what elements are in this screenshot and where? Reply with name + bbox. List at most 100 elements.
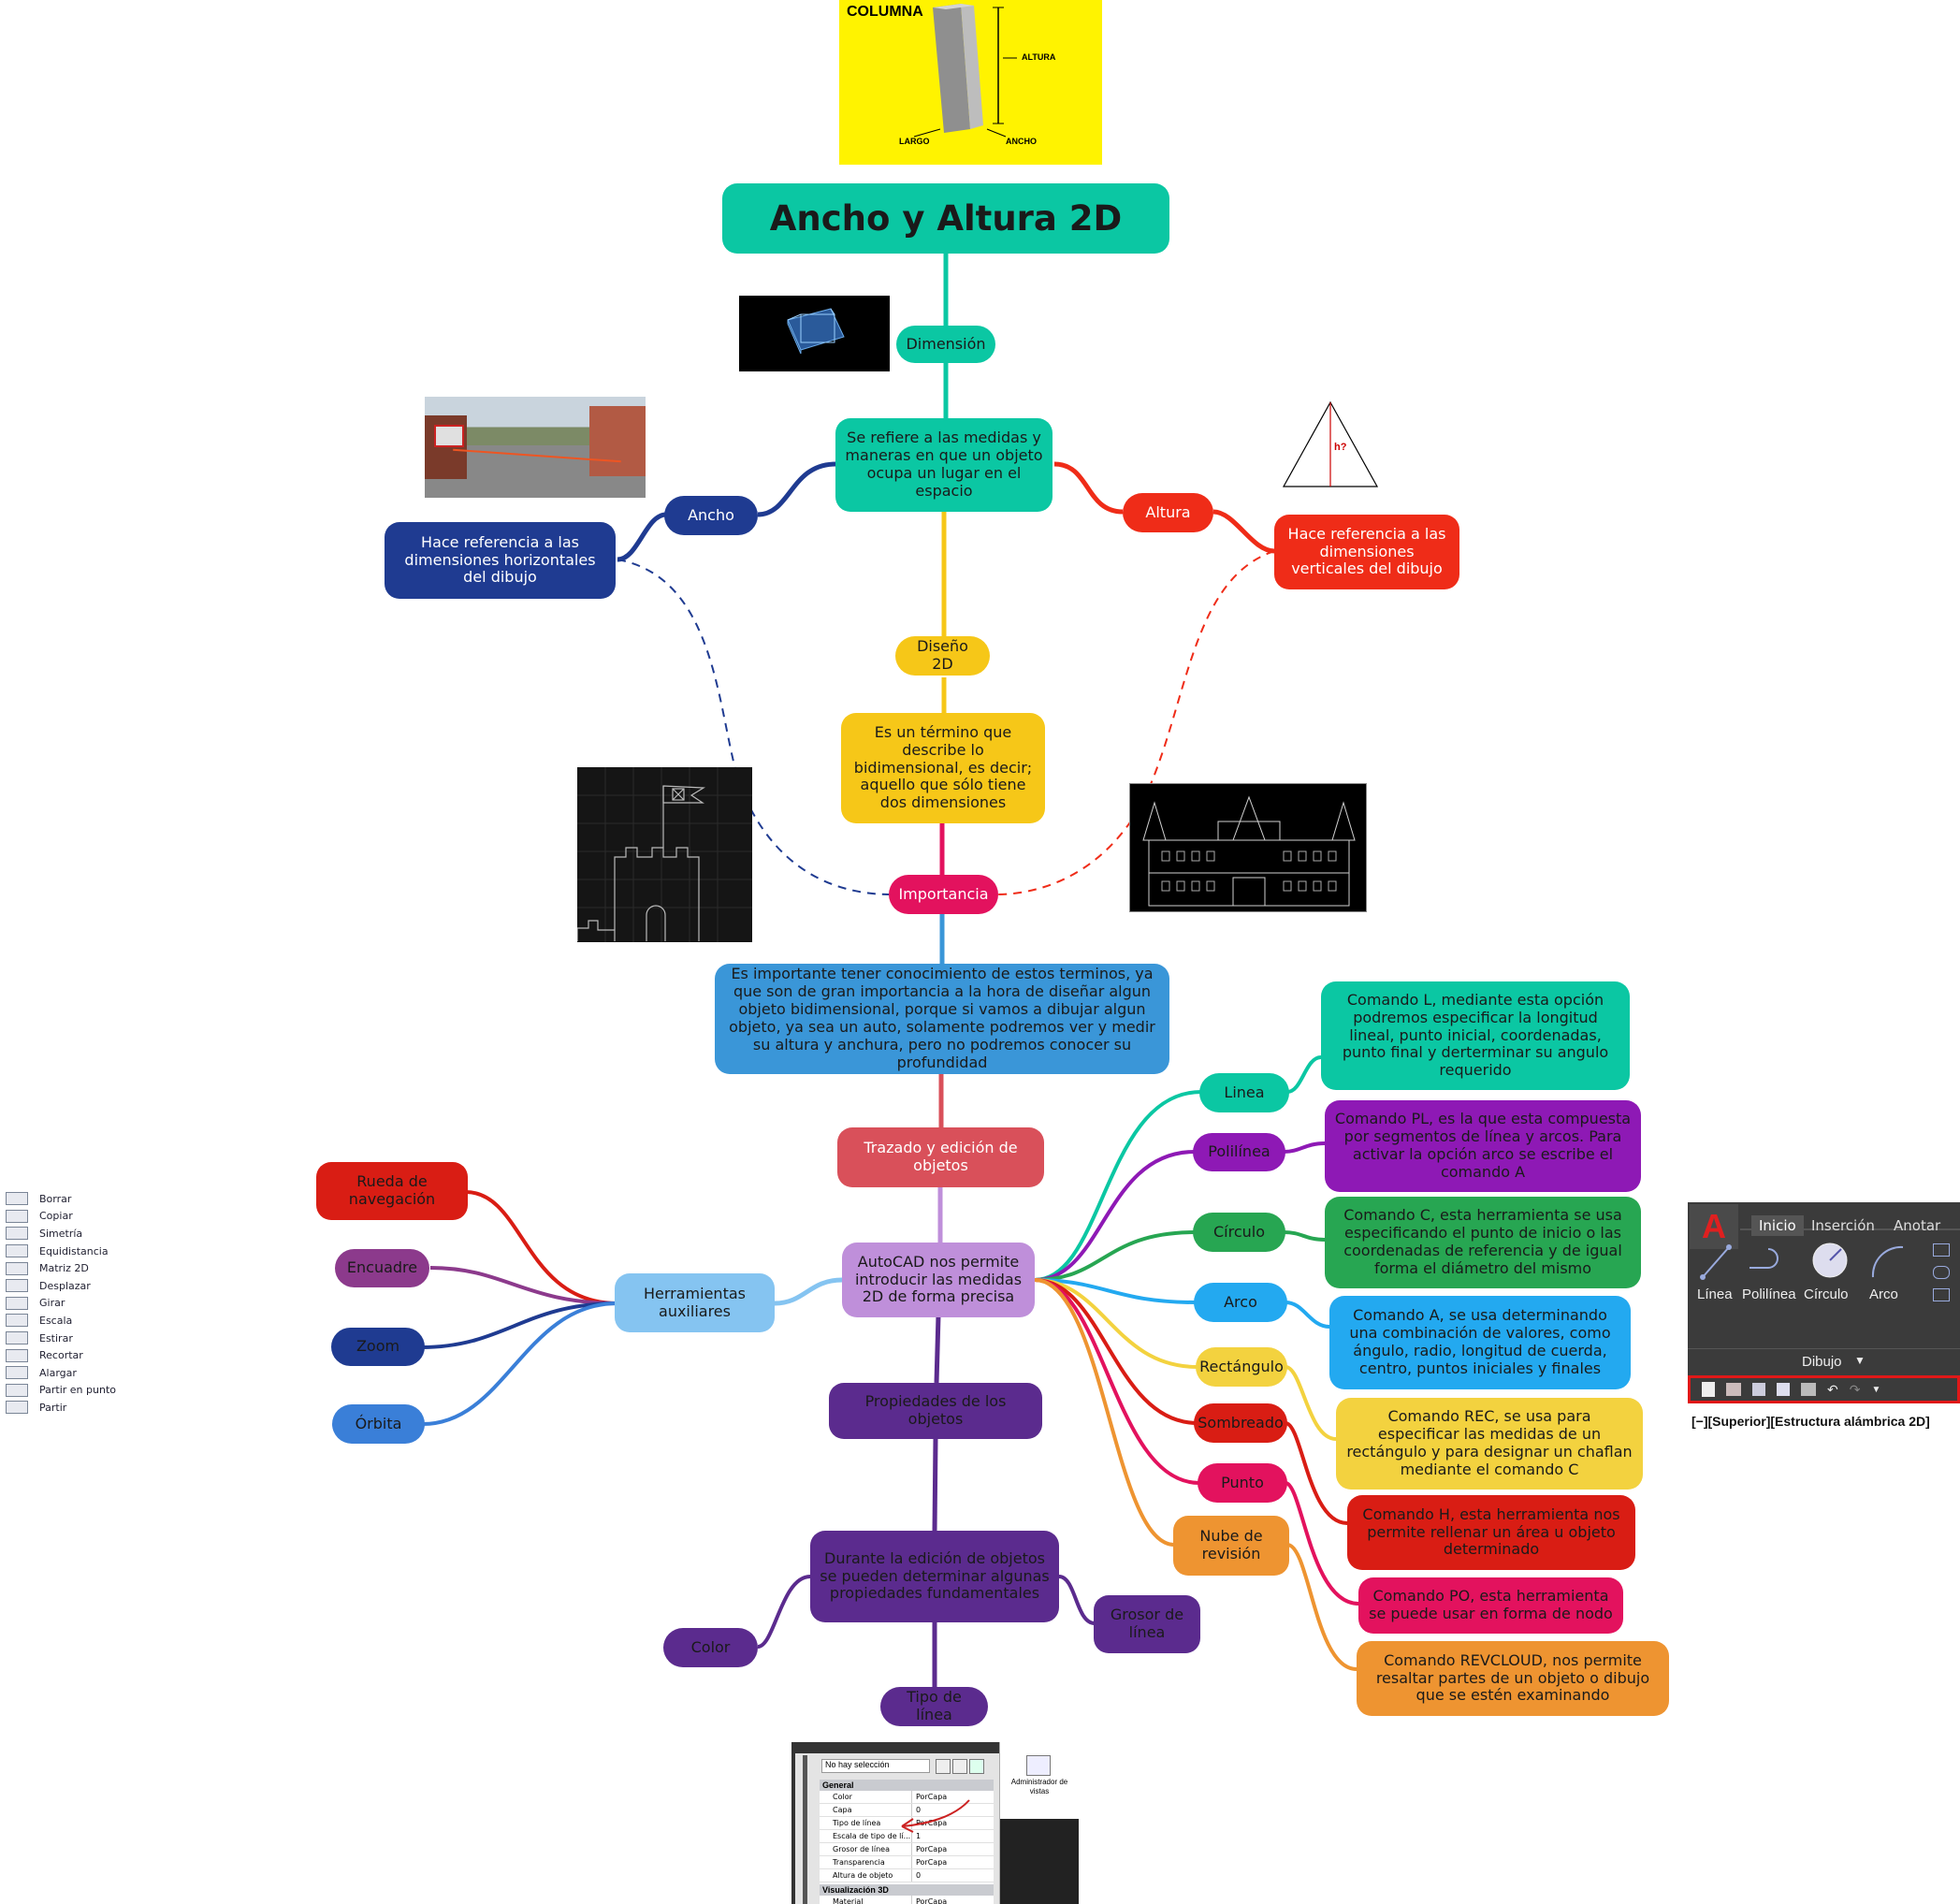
node-tipo[interactable]: Tipo de línea	[880, 1687, 988, 1726]
toggle-pickadd-icon[interactable]	[969, 1759, 984, 1774]
modify-tool-row[interactable]: Copiar	[0, 1208, 126, 1226]
view-manager-label[interactable]: Administrador de vistas	[1010, 1778, 1068, 1795]
open-file-icon[interactable]	[1726, 1383, 1741, 1396]
node-ancho-desc[interactable]: Hace referencia a las dimensiones horizo…	[385, 522, 616, 599]
node-altura-desc[interactable]: Hace referencia a las dimensiones vertic…	[1274, 515, 1459, 589]
node-polilinea[interactable]: Polilínea	[1193, 1133, 1285, 1171]
ribbon-panel-title[interactable]: Dibujo	[1802, 1354, 1842, 1370]
selection-box[interactable]: No hay selección	[821, 1759, 930, 1773]
modify-tool-label: Matriz 2D	[39, 1262, 89, 1275]
node-punto[interactable]: Punto	[1198, 1463, 1287, 1503]
node-encuadre[interactable]: Encuadre	[335, 1249, 429, 1287]
node-propiedades-text: Propiedades de los objetos	[864, 1392, 1007, 1428]
node-color[interactable]: Color	[663, 1628, 758, 1667]
modify-tool-row[interactable]: Girar	[0, 1295, 126, 1313]
node-punto-desc[interactable]: Comando PO, esta herramienta se puede us…	[1358, 1577, 1623, 1634]
new-file-icon[interactable]	[1702, 1382, 1715, 1397]
node-importancia[interactable]: Importancia	[889, 875, 998, 914]
modify-tool-row[interactable]: Equidistancia	[0, 1243, 126, 1260]
property-value: PorCapa	[916, 1845, 948, 1853]
node-trazado[interactable]: Trazado y edición de objetos	[837, 1127, 1044, 1187]
node-importancia-desc-text: Es importante tener conocimiento de esto…	[729, 965, 1155, 1071]
node-altura[interactable]: Altura	[1123, 493, 1213, 532]
node-autocad[interactable]: AutoCAD nos permite introducir las medid…	[842, 1243, 1035, 1317]
node-arco-desc[interactable]: Comando A, se usa determinando una combi…	[1329, 1296, 1631, 1389]
node-arco[interactable]: Arco	[1194, 1283, 1287, 1322]
node-diseno[interactable]: Diseño 2D	[895, 636, 990, 676]
node-propiedades[interactable]: Propiedades de los objetos	[829, 1383, 1042, 1439]
ribbon-app-button[interactable]: A	[1690, 1204, 1738, 1249]
modify-tool-row[interactable]: Estirar	[0, 1330, 126, 1347]
node-propiedades-desc[interactable]: Durante la edición de objetos se pueden …	[810, 1531, 1059, 1622]
circle-tool[interactable]: Círculo	[1804, 1240, 1856, 1315]
select-objects-icon[interactable]	[952, 1759, 967, 1774]
node-polilinea-desc[interactable]: Comando PL, es la que esta compuesta por…	[1325, 1100, 1641, 1192]
tab-insercion[interactable]: Inserción	[1811, 1217, 1875, 1234]
modify-tool-row[interactable]: Escala	[0, 1312, 126, 1330]
panel-dropdown-icon[interactable]: ▼	[1854, 1354, 1866, 1367]
save-icon[interactable]	[1752, 1383, 1765, 1396]
node-ancho[interactable]: Ancho	[664, 496, 758, 535]
node-orbita[interactable]: Órbita	[332, 1404, 425, 1444]
viewport-label[interactable]: [−][Superior][Estructura alámbrica 2D]	[1691, 1414, 1930, 1429]
modify-tool-row[interactable]: Desplazar	[0, 1277, 126, 1295]
polyline-tool-label: Polilínea	[1742, 1286, 1796, 1302]
node-rueda[interactable]: Rueda de navegación	[316, 1162, 468, 1220]
modify-tool-row[interactable]: Matriz 2D	[0, 1259, 126, 1277]
undo-icon[interactable]: ↶	[1827, 1381, 1838, 1397]
node-rectangulo[interactable]: Rectángulo	[1196, 1347, 1287, 1387]
node-nube[interactable]: Nube de revisión	[1173, 1516, 1289, 1576]
node-herramientas[interactable]: Herramientas auxiliares	[615, 1273, 775, 1332]
node-circulo[interactable]: Círculo	[1193, 1213, 1285, 1252]
print-icon[interactable]	[1801, 1383, 1816, 1396]
modify-tool-label: Simetría	[39, 1227, 83, 1240]
quick-select-icon[interactable]	[936, 1759, 951, 1774]
node-rectangulo-desc[interactable]: Comando REC, se usa para especificar las…	[1336, 1398, 1643, 1490]
node-circulo-text: Círculo	[1212, 1222, 1265, 1241]
modify-tool-row[interactable]: Alargar	[0, 1364, 126, 1382]
node-dimension[interactable]: Dimensión	[896, 326, 995, 363]
node-linea-desc[interactable]: Comando L, mediante esta opción podremos…	[1321, 981, 1630, 1090]
node-diseno-desc-text: Es un término que describe lo bidimensio…	[853, 722, 1033, 812]
node-linea[interactable]: Linea	[1199, 1073, 1289, 1112]
modify-tool-row[interactable]: Recortar	[0, 1346, 126, 1364]
tab-anotar[interactable]: Anotar	[1894, 1217, 1941, 1234]
node-circulo-desc[interactable]: Comando C, esta herramienta se usa espec…	[1325, 1197, 1641, 1288]
node-grosor[interactable]: Grosor de línea	[1094, 1595, 1200, 1653]
property-name: Tipo de línea	[820, 1817, 912, 1829]
modify-tool-row[interactable]: Partir	[0, 1399, 126, 1417]
node-diseno-desc[interactable]: Es un término que describe lo bidimensio…	[841, 713, 1045, 823]
redo-icon[interactable]: ↷	[1849, 1381, 1861, 1397]
node-importancia-desc[interactable]: Es importante tener conocimiento de esto…	[715, 964, 1169, 1074]
node-sombreado[interactable]: Sombreado	[1194, 1403, 1287, 1443]
view-manager-icon[interactable]	[1026, 1755, 1051, 1776]
node-nube-desc-text: Comando REVCLOUD, nos permite resaltar p…	[1375, 1650, 1650, 1705]
property-row[interactable]: Escala de tipo de lí...1	[820, 1830, 994, 1843]
modify-tool-row[interactable]: Simetría	[0, 1225, 126, 1243]
arc-tool[interactable]: Arco	[1866, 1240, 1912, 1315]
line-tool[interactable]: Línea	[1693, 1240, 1738, 1315]
modify-tool-row[interactable]: Borrar	[0, 1190, 126, 1208]
save-as-icon[interactable]	[1777, 1383, 1790, 1396]
section-3d[interactable]: Visualización 3D	[820, 1884, 994, 1896]
section-general[interactable]: General	[820, 1780, 994, 1791]
node-nube-desc[interactable]: Comando REVCLOUD, nos permite resaltar p…	[1357, 1641, 1669, 1716]
modify-tool-row[interactable]: Partir en punto	[0, 1382, 126, 1400]
node-zoom[interactable]: Zoom	[331, 1328, 425, 1366]
modify-tool-icon	[6, 1314, 28, 1328]
node-sombreado-desc[interactable]: Comando H, esta herramienta nos permite …	[1347, 1495, 1635, 1570]
tab-inicio[interactable]: Inicio	[1751, 1215, 1804, 1236]
customize-dropdown-icon[interactable]: ▼	[1871, 1384, 1881, 1395]
node-dimension-desc[interactable]: Se refiere a las medidas y maneras en qu…	[835, 418, 1053, 512]
polyline-tool[interactable]: Polilínea	[1742, 1240, 1798, 1315]
central-topic[interactable]: Ancho y Altura 2D	[722, 183, 1169, 254]
